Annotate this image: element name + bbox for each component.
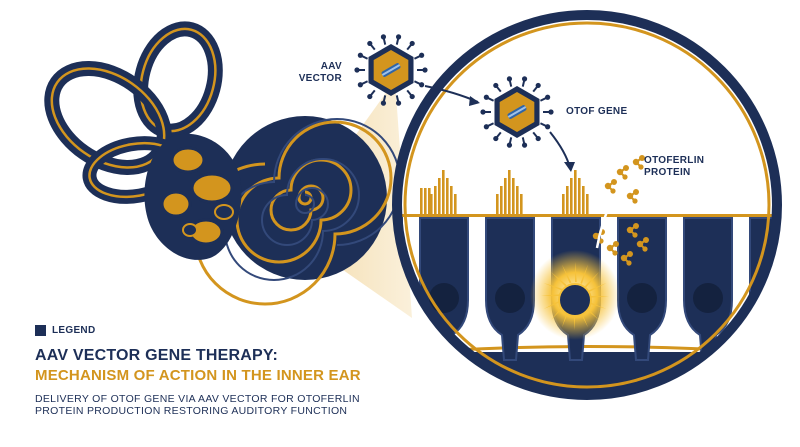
otoferlin-protein-molecules — [592, 155, 649, 266]
hair-cell — [485, 170, 535, 361]
otof-gene-label: OTOF GENE — [566, 106, 628, 117]
protein-molecule — [636, 237, 649, 252]
diagram-subtitle: MECHANISM OF ACTION IN THE INNER EAR — [35, 367, 361, 384]
semicircular-canal-top — [133, 21, 223, 139]
aav-vector-label: AAV VECTOR — [298, 61, 342, 84]
protein-molecule — [620, 251, 633, 266]
otoferlin-protein-label: OTOFERLIN PROTEIN — [644, 155, 705, 178]
protein-molecule — [626, 223, 639, 238]
protein-molecule — [606, 241, 619, 256]
legend-swatch — [35, 325, 46, 336]
legend-label: LEGEND — [52, 325, 96, 336]
legend: LEGEND — [35, 325, 95, 336]
cochlea — [223, 116, 387, 280]
protein-molecule — [604, 179, 617, 194]
inner-ear-anatomy — [44, 21, 401, 306]
protein-molecule — [626, 189, 639, 204]
diagram-title: AAV VECTOR GENE THERAPY: — [35, 347, 279, 364]
diagram-description: DELIVERY OF OTOF GENE VIA AAV VECTOR FOR… — [35, 393, 360, 417]
gene-expression-burst — [530, 250, 620, 340]
protein-molecule — [632, 155, 645, 170]
aav-vector-particle-entering — [480, 76, 554, 148]
aav-vector-particle — [354, 34, 428, 106]
protein-molecule — [616, 165, 629, 180]
hair-cell — [683, 217, 733, 361]
